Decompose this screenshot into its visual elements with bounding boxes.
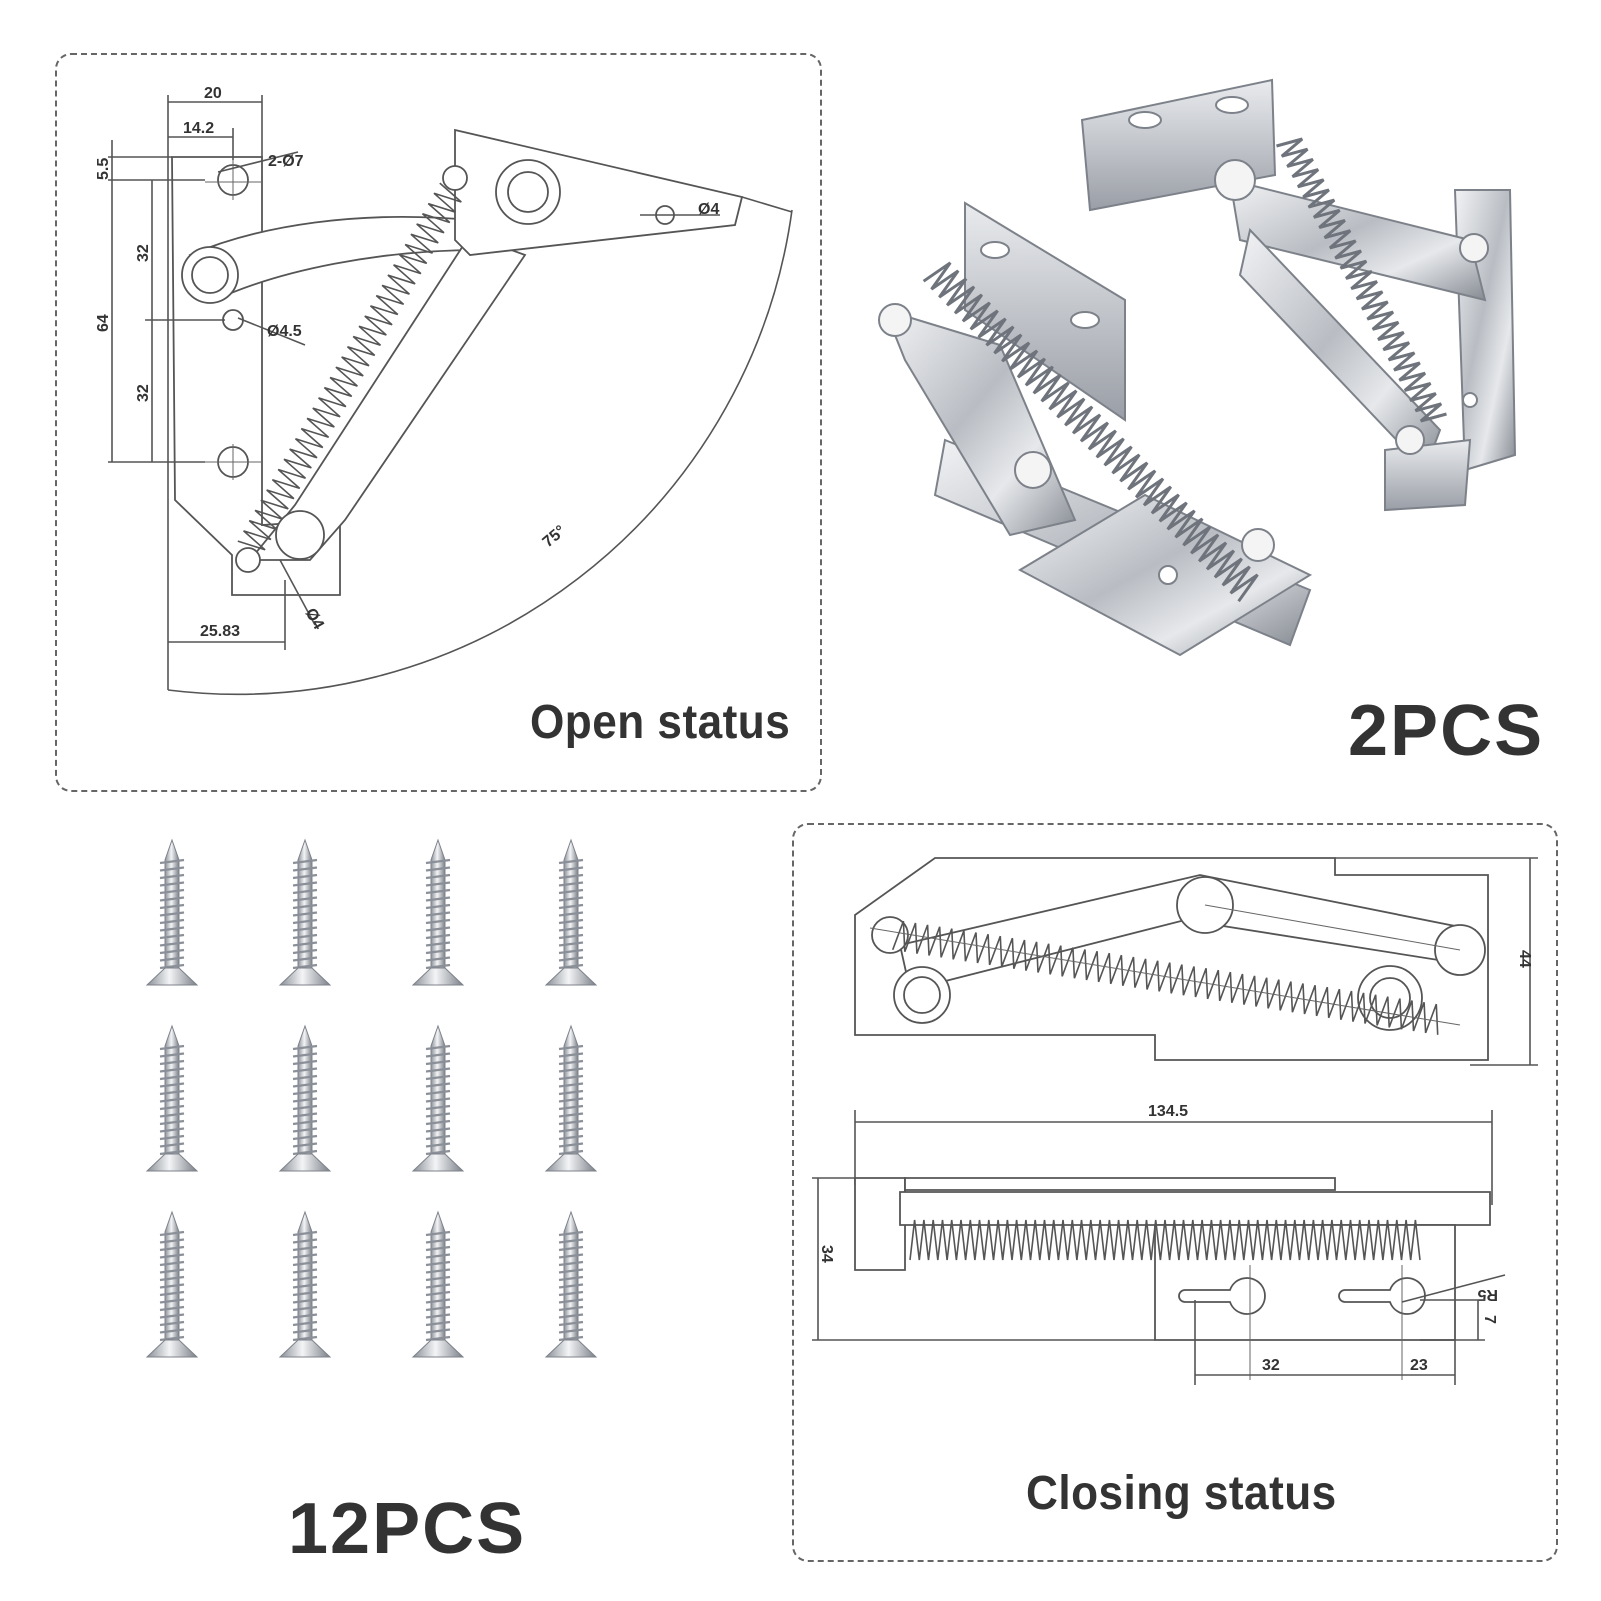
spring-coil	[922, 261, 1259, 603]
lower-arm-pivot-inner	[191, 256, 229, 294]
top-rail	[899, 1191, 1491, 1226]
screw-quantity-label: 12PCS	[288, 1489, 527, 1569]
dim-holes: 2-Ø7	[268, 153, 304, 170]
top-lid-plate	[904, 1177, 1336, 1191]
screw	[278, 1024, 332, 1172]
arm-bottom-pivot	[275, 510, 325, 560]
screw	[544, 1210, 598, 1358]
spring-hook-top	[442, 165, 468, 191]
diagonal-arm	[248, 233, 527, 561]
bracket-pivot-inner	[507, 171, 549, 213]
dim-offset-top: 14.2	[183, 120, 214, 137]
dim-edge-gap: 5.5	[95, 158, 112, 180]
closing-status-caption: Closing status	[1026, 1467, 1337, 1520]
dim-pivot-hole: Ø4.5	[267, 323, 302, 340]
hinge-quantity-label: 2PCS	[1348, 691, 1545, 771]
spring-coil	[891, 920, 1439, 1035]
dim-span-total: 64	[95, 314, 112, 332]
dim-slot-offset: 7	[1481, 1315, 1498, 1324]
dim-span-upper: 32	[135, 244, 152, 262]
screw	[411, 838, 465, 986]
spring-coil	[909, 1219, 1421, 1261]
dim-base-offset: 25.83	[200, 623, 240, 640]
screw	[544, 838, 598, 986]
screw	[411, 1024, 465, 1172]
screw	[278, 838, 332, 986]
open-spring	[237, 182, 462, 551]
closed-hook-left	[871, 916, 909, 954]
spring-coil	[1276, 137, 1447, 423]
dim-depth: 34	[818, 1245, 835, 1263]
dim-span-lower: 32	[135, 384, 152, 402]
dim-height: 44	[1516, 950, 1533, 968]
dim-length: 134.5	[1148, 1103, 1188, 1120]
opening-arc	[167, 209, 793, 696]
spring-hook-bottom	[235, 547, 261, 573]
screw	[145, 1024, 199, 1172]
spring-coil	[237, 182, 462, 551]
dim-slot-edge: 23	[1410, 1357, 1428, 1374]
dim-slot-pitch: 32	[1262, 1357, 1280, 1374]
screw	[145, 838, 199, 986]
dim-tip-hole: Ø4	[698, 201, 719, 218]
open-status-caption: Open status	[530, 696, 791, 749]
keyhole-slot-left	[1178, 1277, 1266, 1315]
top-mount-bracket	[854, 1177, 906, 1271]
hinge-right	[1080, 78, 1517, 512]
hinge-left	[878, 201, 1313, 657]
keyhole-slot-right	[1338, 1277, 1426, 1315]
screw	[411, 1210, 465, 1358]
dim-width-top: 20	[204, 85, 222, 102]
closed-pivot-left-inner	[903, 976, 941, 1014]
screw	[544, 1024, 598, 1172]
dim-slot-radius: R5	[1477, 1286, 1498, 1303]
screw	[145, 1210, 199, 1358]
screw	[278, 1210, 332, 1358]
